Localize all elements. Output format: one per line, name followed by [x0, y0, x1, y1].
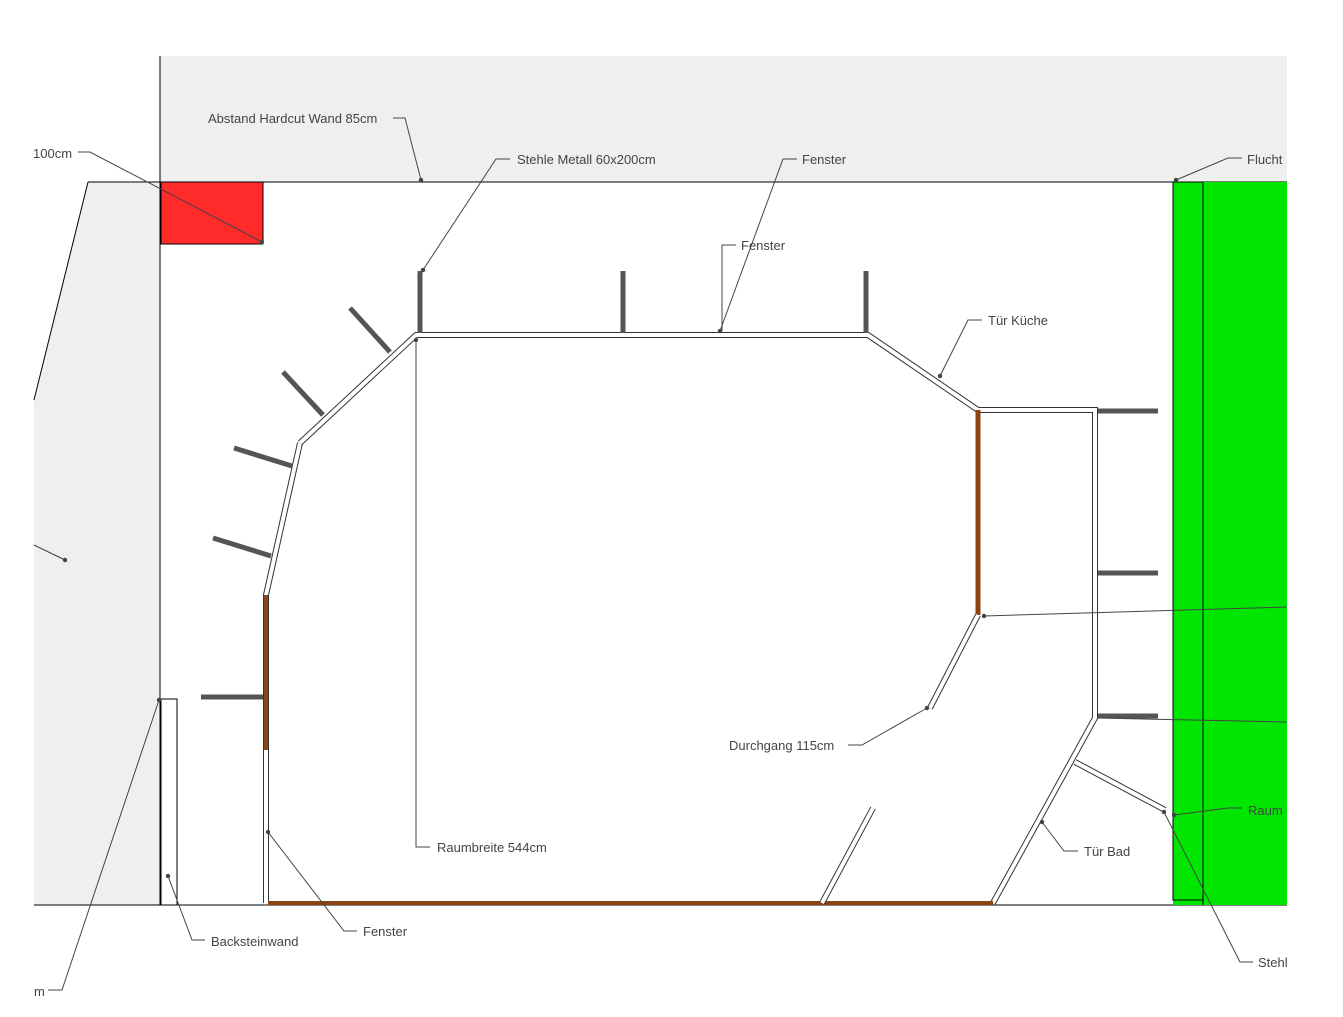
room-walls	[263, 332, 1167, 905]
label-raumbreite: Raumbreite 544cm	[437, 840, 547, 855]
label-m: m	[34, 984, 45, 999]
metal-posts	[201, 271, 1158, 719]
label-fenster-top: Fenster	[802, 152, 847, 167]
label-tuer-kueche: Tür Küche	[988, 313, 1048, 328]
label-abstand: Abstand Hardcut Wand 85cm	[208, 111, 377, 126]
label-tuer-bad: Tür Bad	[1084, 844, 1130, 859]
label-raum: Raum	[1248, 803, 1283, 818]
label-flucht: Flucht	[1247, 152, 1283, 167]
label-stehle-metall: Stehle Metall 60x200cm	[517, 152, 656, 167]
brick-wall	[160, 698, 178, 906]
hardcut-gap-area	[160, 56, 1287, 182]
label-stehl: Stehl	[1258, 955, 1288, 970]
green-escape-route	[1173, 182, 1287, 905]
label-fenster-mid: Fenster	[741, 238, 786, 253]
leader-lines	[33, 117, 1288, 991]
label-fenster-bottom: Fenster	[363, 924, 408, 939]
label-durchgang: Durchgang 115cm	[729, 738, 834, 753]
left-gray-area	[34, 182, 160, 905]
label-100cm: 100cm	[33, 146, 72, 161]
label-backsteinwand: Backsteinwand	[211, 934, 298, 949]
